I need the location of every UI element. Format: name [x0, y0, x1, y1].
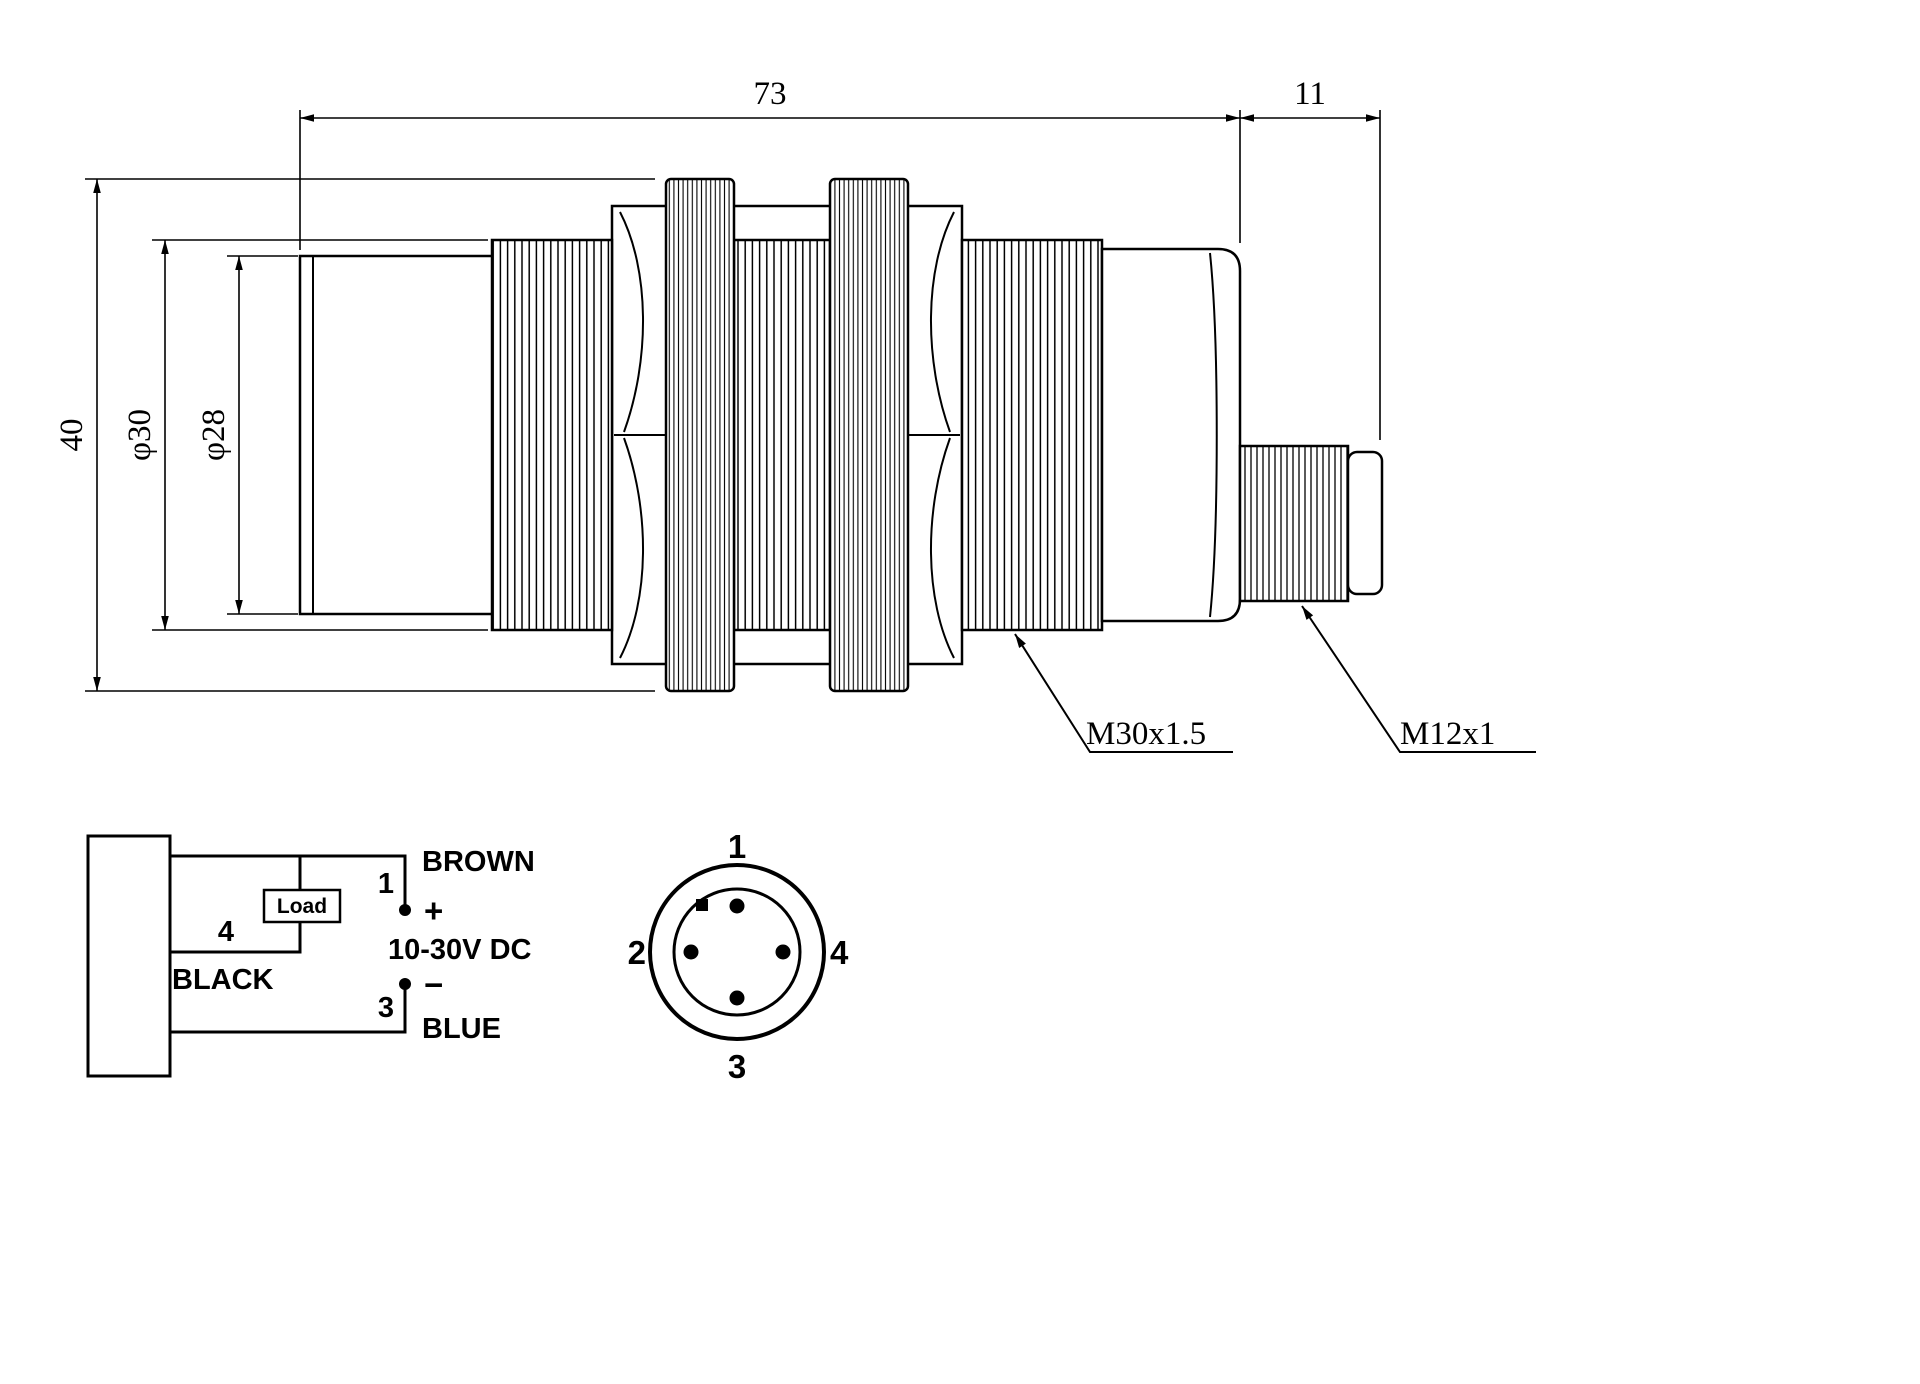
sensor-side-view: [298, 177, 1384, 693]
connector-pinout: 1 2 4 3: [628, 828, 849, 1085]
pinout-outer-ring: [648, 863, 826, 1041]
pinout-pin1-dot: [729, 898, 745, 914]
callout-m12: M12x1: [1301, 605, 1536, 753]
polarity-plus-label: +: [424, 892, 443, 929]
m12-connector-thread: [1238, 444, 1350, 603]
sensor-body-symbol: [86, 834, 172, 1078]
wire-brown-line: [170, 854, 407, 910]
rear-cap: [1100, 247, 1242, 623]
thread-label-m12: M12x1: [1400, 716, 1495, 752]
thread-section-left: [490, 238, 614, 632]
terminal-plus-dot: [399, 904, 411, 916]
pinout-pin4-dot: [775, 944, 791, 960]
pinout-label-top: 1: [728, 828, 746, 865]
dim-label-dia30: φ30: [122, 409, 158, 461]
m12-connector-tip: [1346, 450, 1384, 596]
dimension-height-40: 40: [54, 178, 655, 692]
callout-m30: M30x1.5: [1014, 633, 1233, 753]
wiring-pin4-label: 4: [218, 916, 234, 948]
dim-label-dia28: φ28: [196, 409, 232, 461]
supply-voltage-label: 10-30V DC: [388, 934, 532, 966]
pinout-label-bottom: 3: [728, 1048, 746, 1085]
wiring-pin3-label: 3: [378, 992, 394, 1024]
thread-label-m30: M30x1.5: [1086, 716, 1206, 752]
dim-label-73: 73: [754, 76, 787, 112]
dim-label-40: 40: [54, 419, 90, 452]
wire-black-label: BLACK: [172, 964, 274, 996]
pinout-pin2-dot: [683, 944, 699, 960]
wire-black-line: [170, 922, 302, 954]
terminal-minus-dot: [399, 978, 411, 990]
wiring-pin1-label: 1: [378, 868, 394, 900]
thread-section-right: [960, 238, 1104, 632]
pinout-label-left: 2: [628, 934, 646, 971]
pinout-pin3-dot: [729, 990, 745, 1006]
dim-label-11: 11: [1294, 76, 1326, 112]
dimension-length-73: 73: [299, 76, 1241, 250]
lock-nut-right: [828, 177, 910, 693]
dimension-dia-30: φ30: [122, 239, 488, 631]
lock-nut-left: [664, 177, 736, 693]
wiring-diagram: Load 1 BROWN + 10-30V DC − 3 BLUE 4 BLAC…: [86, 834, 535, 1078]
load-box: [262, 888, 342, 924]
pinout-inner-ring: [672, 887, 802, 1017]
dimension-dia-28: φ28: [196, 255, 298, 615]
sensing-barrel: [298, 254, 494, 616]
wire-blue-label: BLUE: [422, 1013, 501, 1045]
dimension-length-11: 11: [1240, 76, 1381, 440]
pinout-key-mark: [696, 899, 708, 911]
polarity-minus-label: −: [424, 966, 443, 1003]
wire-blue-line: [170, 984, 407, 1034]
thread-section-middle: [732, 238, 832, 632]
pinout-label-right: 4: [830, 934, 849, 971]
load-label: Load: [277, 895, 327, 918]
wire-brown-label: BROWN: [422, 846, 535, 878]
